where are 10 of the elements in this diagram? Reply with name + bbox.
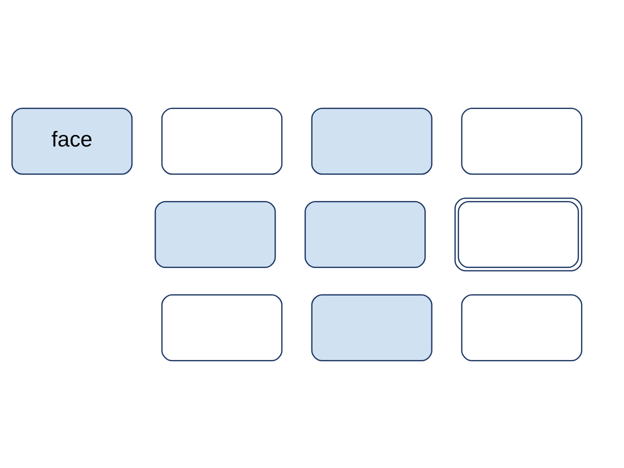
node-box	[304, 200, 426, 268]
node-box	[154, 200, 276, 268]
node-picture	[454, 197, 582, 271]
node-box	[311, 107, 432, 174]
node-box	[161, 294, 282, 361]
node-box	[161, 107, 282, 174]
node-box	[461, 294, 582, 361]
node-box: face	[11, 107, 133, 174]
node-box	[461, 107, 582, 174]
node-box	[311, 294, 432, 361]
